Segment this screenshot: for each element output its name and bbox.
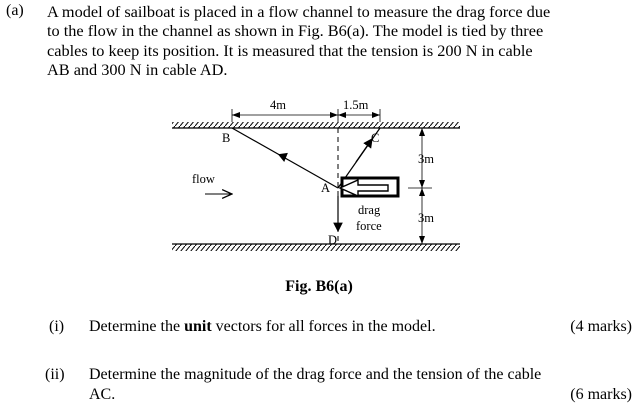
part-label: (a): [6, 2, 24, 19]
dim-label-4m: 4m: [270, 98, 286, 112]
drag-label-line-2: force: [356, 219, 382, 233]
question-i-text: Determine the unit vectors for all force…: [89, 318, 436, 336]
question-ii-line-2: AC.: [89, 386, 116, 403]
point-d-label: D: [328, 233, 338, 247]
question-i-number: (i): [49, 318, 65, 335]
intro-line-2: to the flow in the channel as shown in F…: [47, 21, 544, 41]
problem-statement: A model of sailboat is placed in a flow …: [47, 2, 635, 80]
point-b-label: B: [222, 131, 231, 145]
cable-ab-arrow: [277, 152, 288, 162]
question-i-bold-word: unit: [184, 318, 212, 335]
top-wall-hatch: [172, 122, 460, 128]
channel-diagram: [172, 109, 460, 251]
figure-caption: Fig. B6(a): [285, 278, 353, 295]
question-ii-number: (ii): [45, 366, 65, 383]
question-i-text-before: Determine the: [89, 318, 185, 335]
intro-line-3: cables to keep its position. It is measu…: [47, 40, 533, 60]
point-a-label: A: [321, 181, 331, 195]
dim-label-3m-lower: 3m: [418, 211, 434, 225]
cable-ac-arrow: [355, 138, 373, 163]
drag-force-arrow: [338, 178, 389, 198]
question-i-text-after: vectors for all forces in the model.: [211, 318, 436, 335]
figure-b6a: 4m 1.5m B C A D flow drag force 3m 3m: [160, 96, 470, 266]
dim-label-3m-upper: 3m: [418, 152, 434, 166]
question-i-marks: (4 marks): [570, 318, 632, 335]
dim-label-1-5m: 1.5m: [343, 98, 369, 112]
bottom-wall-hatch: [172, 244, 460, 251]
question-ii-marks: (6 marks): [570, 386, 632, 403]
intro-line-4: AB and 300 N in cable AD.: [47, 60, 228, 80]
flow-label: flow: [192, 172, 215, 186]
drag-label-line-1: drag: [358, 203, 381, 217]
intro-line-1: A model of sailboat is placed in a flow …: [47, 2, 551, 21]
question-ii-line-1: Determine the magnitude of the drag forc…: [89, 366, 542, 383]
point-c-label: C: [371, 131, 380, 145]
